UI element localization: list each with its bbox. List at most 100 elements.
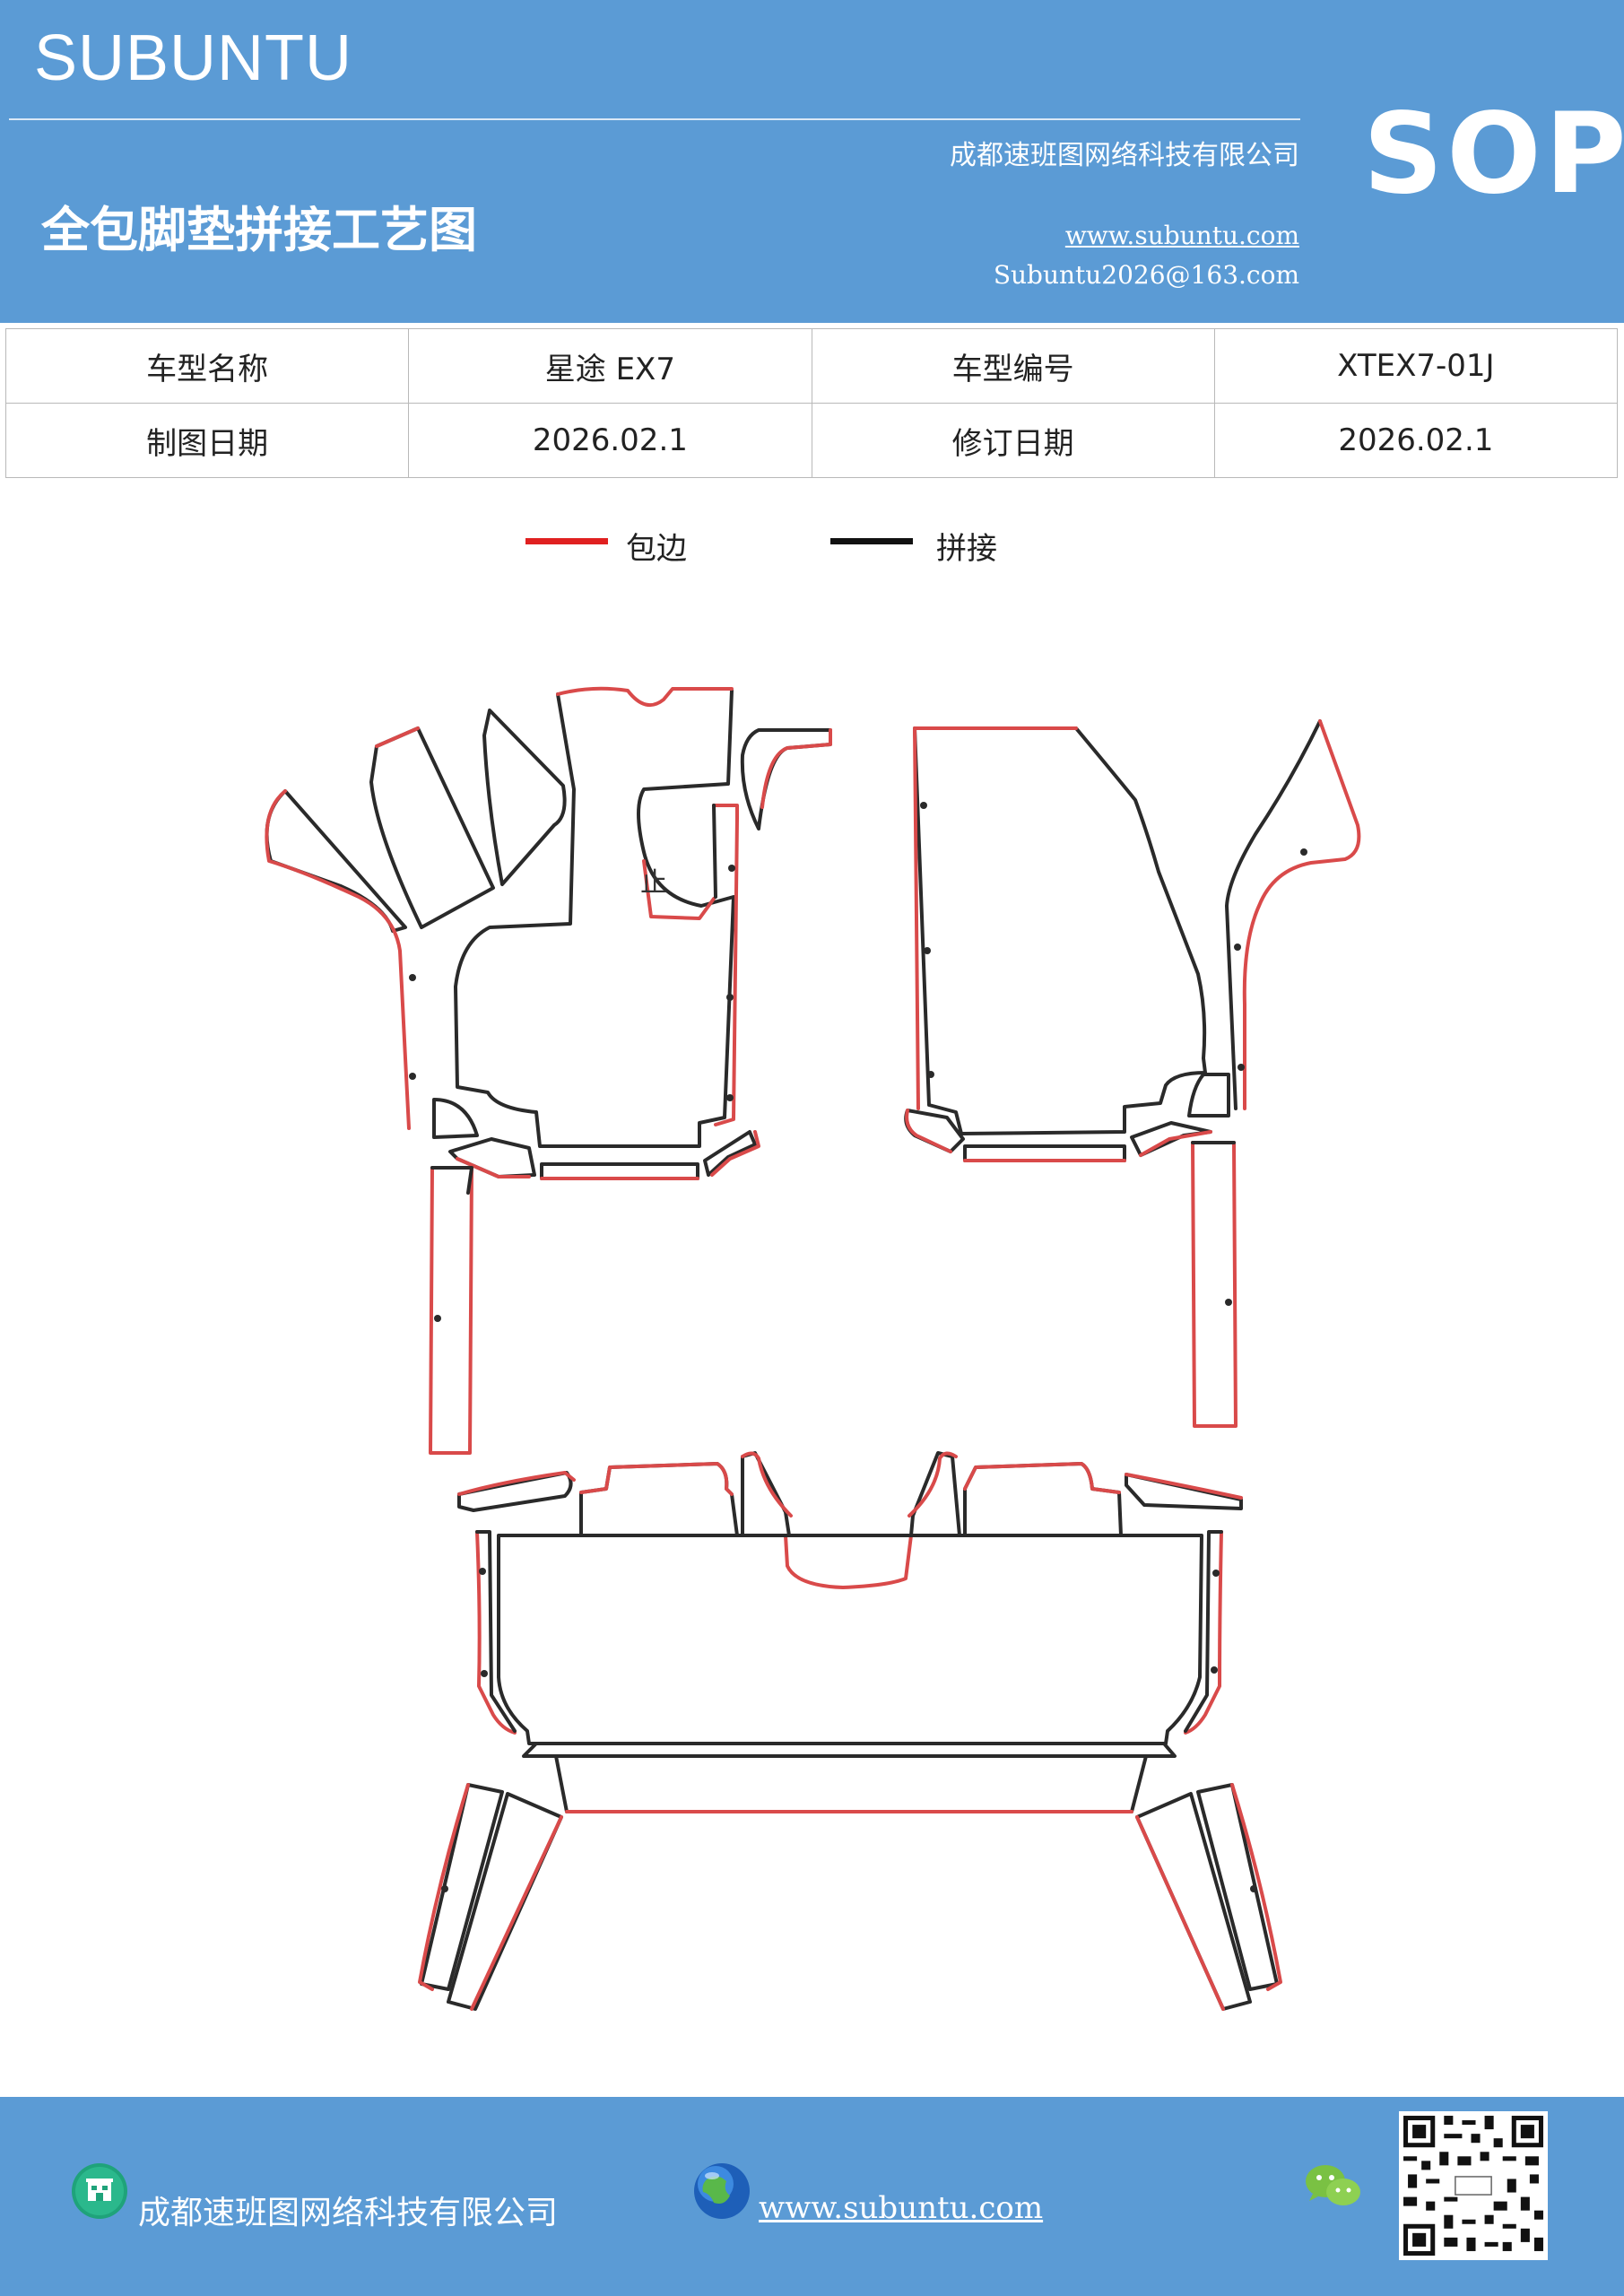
company-name: 成都速班图网络科技有限公司 (950, 140, 1299, 171)
fr-corner-pad (1187, 1073, 1230, 1118)
rear-left-leg-inner-edge (470, 1815, 563, 2011)
rear-left-leg-inner (447, 1792, 563, 2011)
fr-wedge-right-edge (1139, 1130, 1212, 1157)
table-cell: 星途 EX7 (408, 328, 812, 404)
rear-tunnel-left-edge (741, 1451, 793, 1518)
fastener-dot (1225, 1299, 1232, 1306)
fl-corner-pad (432, 1098, 479, 1139)
fastener-dot (728, 865, 735, 872)
rear-right-leg-outer-edge (1230, 1783, 1282, 1991)
fastener-dot (1212, 1570, 1220, 1577)
fl-right-strip-seam (712, 804, 717, 899)
fr-main-mat (913, 726, 1207, 1135)
rear-left-leg-outer-edge (418, 1783, 470, 1991)
rear-left-flap (457, 1471, 573, 1512)
fastener-dot (481, 1670, 488, 1677)
fastener-dot (1300, 848, 1307, 856)
qr-code (1399, 2111, 1548, 2260)
fl-lower-strip-seam (430, 1166, 473, 1195)
floor-mat-drawing: 止 (265, 686, 1361, 2011)
rear-left-leg-outer (420, 1783, 504, 1991)
table-cell: 制图日期 (4, 403, 410, 478)
rear-tunnel-right (909, 1451, 961, 1537)
fr-side-panel (1225, 719, 1322, 1110)
rear-left-edge-strip (475, 1530, 517, 1735)
fastener-dot (1211, 1666, 1218, 1674)
fl-main-mat (454, 689, 735, 1148)
table-cell: 2026.02.1 (1213, 403, 1619, 478)
fastener-dot (1250, 1885, 1257, 1892)
document-title: 全包脚垫拼接工艺图 (41, 201, 477, 258)
table-cell: 2026.02.1 (408, 403, 812, 478)
fastener-dot (726, 994, 734, 1001)
legend-label-edge: 包边 (626, 531, 687, 567)
fr-outer-edge (913, 726, 1078, 1110)
table-row: 车型名称 星途 EX7 车型编号 XTEX7-01J (4, 328, 1619, 404)
rear-crossbar (522, 1742, 1177, 1758)
fastener-dot (1234, 944, 1241, 951)
fl-triangle-1 (369, 726, 495, 929)
fr-bottom-strip (963, 1144, 1126, 1162)
rear-left-seam (475, 1530, 517, 1733)
fastener-dot (409, 1073, 416, 1080)
legend-swatch-seam (830, 538, 913, 544)
rear-top-left-edge (579, 1462, 734, 1496)
rear-tunnel-edge (784, 1534, 913, 1589)
wechat-icon[interactable] (1304, 2161, 1363, 2212)
footer-website-link[interactable]: www.subuntu.com (759, 2190, 1044, 2226)
fl-bottom-wedge-left-edge (456, 1157, 531, 1178)
fastener-dot (726, 1094, 734, 1101)
footer-banner: 成都速班图网络科技有限公司 www.subuntu.com (0, 2097, 1624, 2296)
rear-top-right (963, 1462, 1123, 1537)
fr-lower-strip (1191, 1141, 1238, 1428)
table-row: 制图日期 2026.02.1 修订日期 2026.02.1 (4, 403, 1619, 478)
fl-top-edge (556, 686, 734, 708)
brand-name: SUBUNTU (34, 22, 353, 94)
footer-company: 成都速班图网络科技有限公司 (138, 2195, 559, 2231)
rear-main-mat (497, 1534, 1203, 1745)
rear-right-leg-inner (1135, 1792, 1252, 2011)
legend: 包边 拼接 (0, 520, 1624, 574)
fastener-dot (1238, 1064, 1245, 1071)
fl-bottom-wedge-right-edge (710, 1130, 760, 1177)
rear-right-flap-edge (1125, 1473, 1243, 1500)
rear-tunnel-right-edge (908, 1451, 958, 1518)
table-cell: 车型名称 (4, 328, 410, 404)
stop-mark: 止 (640, 867, 667, 899)
legend-swatch-edge (525, 538, 608, 544)
fastener-points (409, 802, 1307, 1892)
fl-side-flap-edge (265, 789, 411, 1130)
fastener-dot (479, 1568, 486, 1575)
fl-side-flap (265, 789, 407, 933)
fr-wedge-left-edge (905, 1109, 952, 1153)
fl-right-strip (712, 804, 739, 1126)
rear-right-leg-inner-edge (1135, 1815, 1225, 2011)
header-banner: SUBUNTU 成都速班图网络科技有限公司 全包脚垫拼接工艺图 www.subu… (0, 0, 1624, 323)
rear-top-left (579, 1462, 739, 1537)
rear-tunnel-left (741, 1451, 791, 1537)
fastener-dot (927, 1071, 934, 1078)
rear-top-right-edge (963, 1462, 1121, 1494)
fl-bottom-wedge-left (448, 1137, 536, 1178)
globe-icon (694, 2163, 750, 2219)
rear-right-flap (1125, 1473, 1243, 1510)
building-icon (72, 2163, 127, 2219)
rear-left-flap-edge (457, 1471, 576, 1496)
table-cell: 修订日期 (811, 403, 1215, 478)
fl-bottom-wedge-right (703, 1130, 757, 1177)
sop-badge: SOP (1363, 90, 1624, 219)
fl-triangle-2 (482, 709, 567, 886)
fastener-dot (409, 974, 416, 981)
fl-pocket-edge (642, 859, 716, 920)
table-cell: 车型编号 (811, 328, 1215, 404)
vehicle-info-table: 车型名称 星途 EX7 车型编号 XTEX7-01J 制图日期 2026.02.… (4, 328, 1619, 478)
website-link[interactable]: www.subuntu.com (1064, 221, 1299, 250)
header-divider (9, 118, 1300, 120)
email-address: Subuntu2026@163.com (993, 260, 1299, 290)
table-cell: XTEX7-01J (1213, 328, 1619, 404)
fr-side-panel-edge (1242, 719, 1361, 1110)
fl-triangle-1-edge (375, 726, 420, 748)
rear-bottom-panel (554, 1754, 1148, 1813)
fl-lower-strip (429, 1166, 473, 1455)
legend-label-seam: 拼接 (936, 531, 997, 567)
